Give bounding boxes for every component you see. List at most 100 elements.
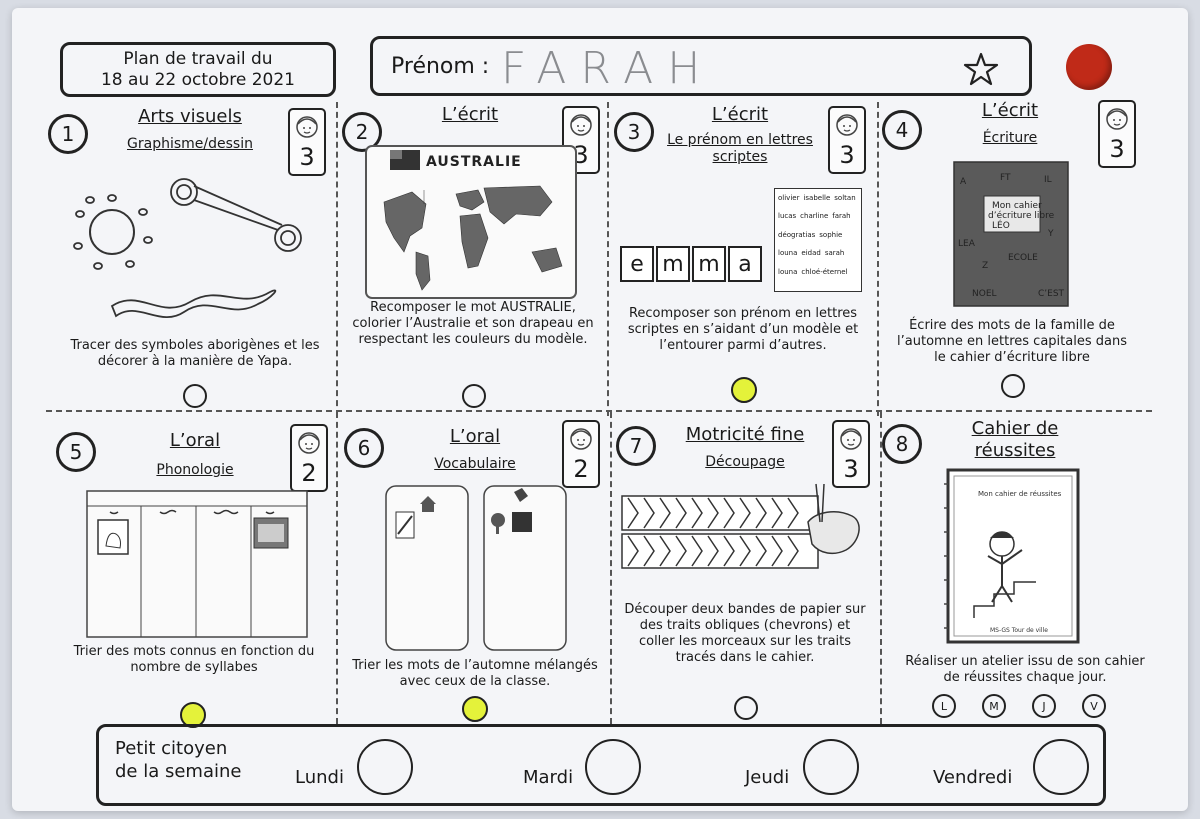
letter-tile: m: [656, 246, 690, 282]
footer-day-label: Jeudi: [745, 767, 790, 788]
cell-5-subject: L’oral: [169, 430, 221, 451]
cell-7-level-badge: 3: [832, 420, 870, 488]
reussite-title: Mon cahier de réussites: [978, 490, 1062, 498]
footer-day-circle-friday[interactable]: [1033, 739, 1089, 795]
letter-tile: a: [728, 246, 762, 282]
name-value[interactable]: FARAH: [501, 43, 715, 94]
cell-2-description: Recomposer le mot AUSTRALIE, colorier l’…: [352, 300, 594, 347]
cell-5-subtitle: Phonologie: [156, 462, 234, 478]
cell-1-level: 3: [299, 143, 315, 171]
cell-6-level-badge: 2: [562, 420, 600, 488]
name-list-item: charline: [800, 212, 829, 221]
plan-title-box: Plan de travail du 18 au 22 octobre 2021: [60, 42, 336, 97]
notebook-word: d’écriture libre: [988, 210, 1055, 221]
chevron-strips-illustration: [621, 483, 860, 569]
writing-notebook-illustration: A FT IL Mon cahier d’écriture libre LÉO …: [953, 161, 1069, 307]
letter-tile: m: [692, 246, 726, 282]
name-list-item: sophie: [819, 230, 843, 239]
child-face-icon: [296, 116, 318, 138]
notebook-word: Y: [1047, 229, 1054, 239]
grid-divider: [877, 102, 879, 416]
cell-1-subtitle: Graphisme/dessin: [127, 136, 253, 152]
notebook-word: ECOLE: [1008, 253, 1038, 263]
syllable-sorting-board-illustration: [86, 490, 308, 638]
cell-8-subject: Cahier de réussites: [930, 418, 1100, 462]
cell-3-subtitle-text: Le prénom en lettres scriptes: [667, 132, 813, 165]
weekday-check-thursday[interactable]: J: [1032, 694, 1056, 718]
footer-day-label: Lundi: [295, 767, 344, 788]
cell-4-number: 4: [882, 110, 922, 150]
child-face-icon: [570, 114, 592, 136]
name-list-item: déogratias: [778, 230, 816, 239]
child-face-icon: [840, 428, 862, 450]
cell-7-checkbox[interactable]: [734, 696, 758, 720]
aboriginal-symbols-illustration: [73, 178, 302, 318]
citizen-of-week-box: Petit citoyen de la semaine Lundi Mardi …: [96, 724, 1106, 806]
cell-6-level: 2: [573, 455, 589, 483]
notebook-word: NOEL: [972, 289, 997, 299]
cell-4-subtitle: Écriture: [982, 130, 1038, 146]
cell-4-description: Écrire des mots de la famille de l’autom…: [897, 318, 1127, 365]
name-list-item: isabelle: [803, 194, 831, 202]
child-face-icon: [298, 432, 320, 454]
cell-7-number: 7: [616, 426, 656, 466]
notebook-word: C’EST: [1038, 289, 1065, 299]
footer-day-label: Mardi: [523, 767, 574, 788]
cell-2-subject: L’écrit: [441, 104, 499, 125]
name-list-item: lucas: [778, 212, 797, 221]
weekday-check-monday[interactable]: L: [932, 694, 956, 718]
cell-2-level: 3: [573, 141, 589, 169]
name-box[interactable]: Prénom : FARAH: [370, 36, 1032, 96]
vocabulary-sorting-illustration: [385, 485, 567, 651]
name-list-item: eidad: [801, 249, 821, 258]
name-list-item: farah: [832, 212, 851, 221]
citizen-label: Petit citoyen de la semaine: [115, 737, 241, 783]
name-list-item: chloé-éternel: [801, 267, 848, 276]
cell-1-checkbox[interactable]: [183, 384, 207, 408]
cell-7-subject: Motricité fine: [685, 424, 805, 445]
cell-4-level: 3: [1109, 135, 1125, 163]
child-face-icon: [836, 114, 858, 136]
name-list-item: sarah: [824, 249, 845, 258]
cell-6-description: Trier les mots de l’automne mélangés ave…: [352, 658, 598, 689]
cell-5-number: 5: [56, 432, 96, 472]
footer-day-label: Vendredi: [933, 767, 1013, 788]
plan-title-line1: Plan de travail du: [123, 48, 273, 69]
cell-2-checkbox[interactable]: [462, 384, 486, 408]
notebook-word: Z: [982, 261, 988, 271]
name-list-item: louna: [778, 249, 798, 258]
letter-tile: e: [620, 246, 654, 282]
weekday-check-tuesday[interactable]: M: [982, 694, 1006, 718]
cell-3-checkbox[interactable]: [731, 377, 757, 403]
cell-4-checkbox[interactable]: [1001, 374, 1025, 398]
citizen-label-line2: de la semaine: [115, 761, 242, 782]
weekday-check-friday[interactable]: V: [1082, 694, 1106, 718]
cell-5-checkbox[interactable]: [180, 702, 206, 728]
cell-4-subject: L’écrit: [981, 100, 1039, 121]
cell-3-subject: L’écrit: [711, 104, 769, 125]
cell-3-level: 3: [839, 141, 855, 169]
cell-3-number: 3: [614, 112, 654, 152]
cell-8-number: 8: [882, 424, 922, 464]
footer-day-circle-monday[interactable]: [357, 739, 413, 795]
cell-6-checkbox[interactable]: [462, 696, 488, 722]
australie-word: AUSTRALIE: [426, 154, 522, 170]
cell-6-number: 6: [344, 428, 384, 468]
name-list-sheet: olivier isabelle soltan lucas charline f…: [774, 188, 862, 292]
cell-7-subtitle: Découpage: [705, 454, 785, 470]
cell-7-description: Découper deux bandes de papier sur des t…: [624, 602, 866, 665]
cell-3-level-badge: 3: [828, 106, 866, 174]
plan-title-line2: 18 au 22 octobre 2021: [100, 69, 295, 90]
emma-letter-tiles: e m m a: [620, 246, 770, 284]
footer-day-circle-thursday[interactable]: [803, 739, 859, 795]
cell-5-level: 2: [301, 459, 317, 487]
red-sticker: [1066, 44, 1112, 90]
citizen-label-line1: Petit citoyen: [115, 738, 228, 759]
grid-divider: [610, 412, 612, 724]
grid-divider: [46, 410, 1152, 412]
cell-8-subject-text: Cahier de réussites: [971, 418, 1059, 461]
cell-3-subtitle: Le prénom en lettres scriptes: [650, 132, 830, 166]
name-list-item: louna: [778, 267, 798, 276]
cell-6-subtitle: Vocabulaire: [434, 456, 516, 472]
footer-day-circle-tuesday[interactable]: [585, 739, 641, 795]
